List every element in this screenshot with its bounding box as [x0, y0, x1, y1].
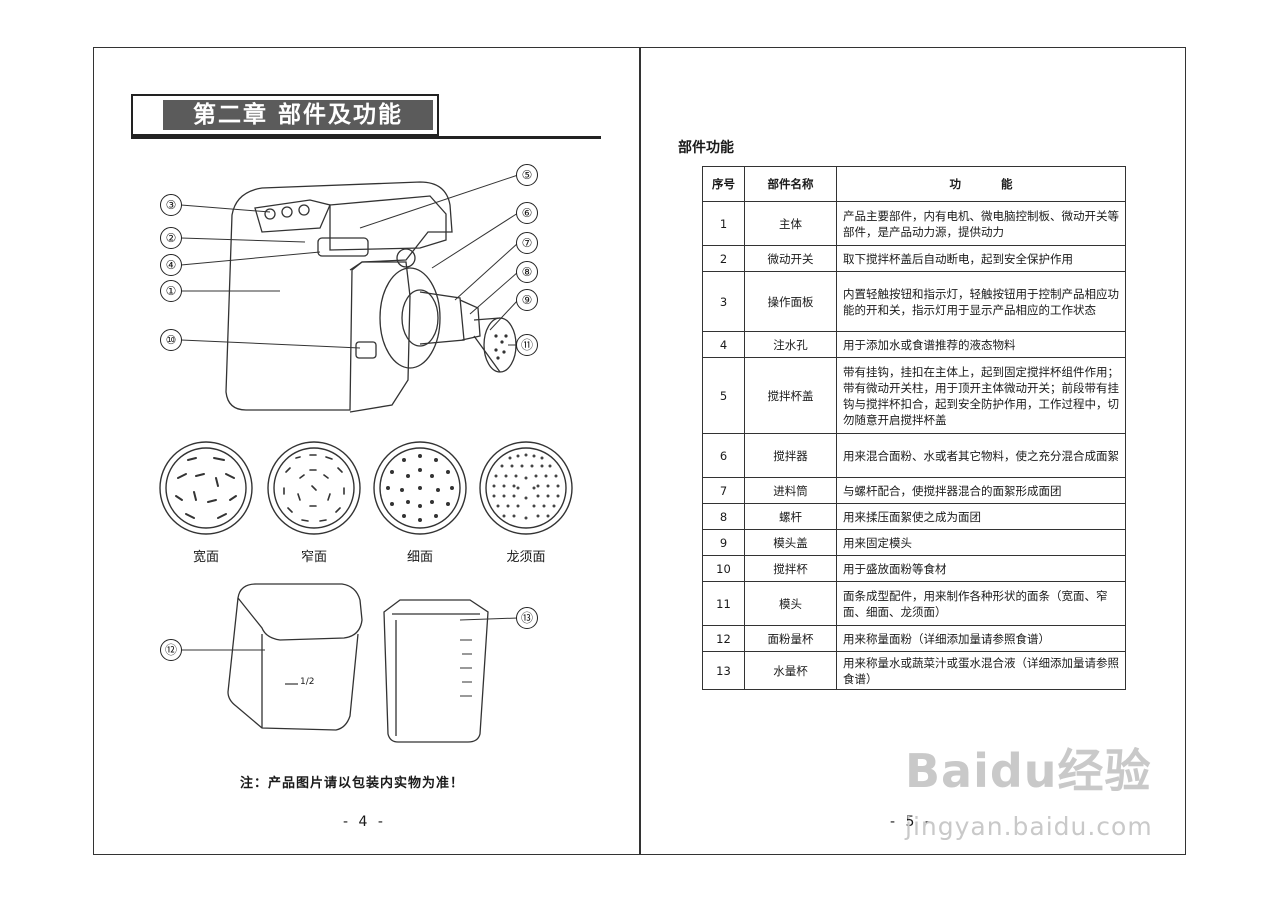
cell-part-name: 螺杆 [744, 503, 837, 530]
chapter-title-box: 第二章 部件及功能 [131, 94, 439, 136]
cell-part-name: 微动开关 [744, 245, 837, 272]
cell-part-name: 主体 [744, 201, 837, 246]
cell-index: 5 [702, 357, 745, 434]
header-part-name: 部件名称 [744, 166, 837, 202]
cell-function: 带有挂钩，挂扣在主体上，起到固定搅拌杯组件作用；带有微动开关柱，用于顶开主体微动… [836, 357, 1126, 434]
section-title: 部件功能 [678, 140, 734, 156]
cell-index: 2 [702, 245, 745, 272]
page-number-right: - 5 - [890, 814, 933, 830]
callout-11: ⑪ [516, 334, 538, 356]
cell-index: 4 [702, 331, 745, 358]
cell-part-name: 注水孔 [744, 331, 837, 358]
cell-index: 12 [702, 625, 745, 652]
page-divider [639, 47, 641, 855]
watermark-url: jingyan.baidu.com [905, 812, 1153, 841]
die-label-fine: 细面 [406, 550, 433, 565]
cell-index: 10 [702, 555, 745, 582]
cell-index: 11 [702, 581, 745, 626]
watermark-brand: Baidu经验 [905, 744, 1152, 798]
cell-function: 与螺杆配合，使搅拌器混合的面絮形成面团 [836, 477, 1126, 504]
cell-function: 用来称量水或蔬菜汁或蛋水混合液（详细添加量请参照食谱） [836, 651, 1126, 690]
cell-index: 8 [702, 503, 745, 530]
cell-function: 用来揉压面絮使之成为面团 [836, 503, 1126, 530]
callout-5: ⑤ [516, 164, 538, 186]
cell-part-name: 操作面板 [744, 271, 837, 332]
header-index: 序号 [702, 166, 745, 202]
callout-2: ② [160, 227, 182, 249]
cell-function: 产品主要部件，内有电机、微电脑控制板、微动开关等部件，是产品动力源，提供动力 [836, 201, 1126, 246]
table-header-row: 序号 部件名称 功 能 [702, 166, 1126, 202]
callout-10: ⑩ [160, 329, 182, 351]
cell-index: 3 [702, 271, 745, 332]
die-label-narrow: 窄面 [300, 550, 327, 565]
cell-function: 用于添加水或食谱推荐的液态物料 [836, 331, 1126, 358]
photo-disclaimer-note: 注：产品图片请以包装内实物为准！ [240, 776, 465, 791]
cell-index: 9 [702, 529, 745, 556]
cell-index: 6 [702, 433, 745, 478]
callout-7: ⑦ [516, 232, 538, 254]
cell-index: 1 [702, 201, 745, 246]
cell-part-name: 水量杯 [744, 651, 837, 690]
page-number-left: - 4 - [343, 814, 386, 830]
callout-6: ⑥ [516, 202, 538, 224]
baidu-watermark: Baidu经验 [905, 735, 1152, 801]
cell-part-name: 进料筒 [744, 477, 837, 504]
callout-8: ⑧ [516, 261, 538, 283]
cell-function: 取下搅拌杯盖后自动断电，起到安全保护作用 [836, 245, 1126, 272]
cell-index: 7 [702, 477, 745, 504]
cell-function: 用来固定模头 [836, 529, 1126, 556]
cell-part-name: 搅拌杯盖 [744, 357, 837, 434]
flour-cup-mark: 1/2 [300, 677, 315, 687]
cell-index: 13 [702, 651, 745, 690]
cell-part-name: 模头盖 [744, 529, 837, 556]
callout-1: ① [160, 280, 182, 302]
cell-part-name: 搅拌器 [744, 433, 837, 478]
cell-function: 用来混合面粉、水或者其它物料，使之充分混合成面絮 [836, 433, 1126, 478]
cell-function: 用于盛放面粉等食材 [836, 555, 1126, 582]
cell-function: 用来称量面粉（详细添加量请参照食谱） [836, 625, 1126, 652]
header-function: 功 能 [836, 166, 1126, 202]
callout-9: ⑨ [516, 289, 538, 311]
cell-part-name: 模头 [744, 581, 837, 626]
main-body-shape [225, 181, 453, 411]
chapter-title: 第二章 部件及功能 [163, 100, 433, 130]
cell-part-name: 搅拌杯 [744, 555, 837, 582]
die-label-angel-hair: 龙须面 [506, 550, 546, 565]
callout-13: ⑬ [516, 607, 538, 629]
cell-function: 内置轻触按钮和指示灯，轻触按钮用于控制产品相应功能的开和关，指示灯用于显示产品相… [836, 271, 1126, 332]
callout-4: ④ [160, 254, 182, 276]
cell-function: 面条成型配件，用来制作各种形状的面条（宽面、窄面、细面、龙须面） [836, 581, 1126, 626]
cell-part-name: 面粉量杯 [744, 625, 837, 652]
die-label-wide: 宽面 [192, 550, 219, 565]
callout-12: ⑫ [160, 639, 182, 661]
chapter-underline [131, 136, 601, 139]
callout-3: ③ [160, 194, 182, 216]
